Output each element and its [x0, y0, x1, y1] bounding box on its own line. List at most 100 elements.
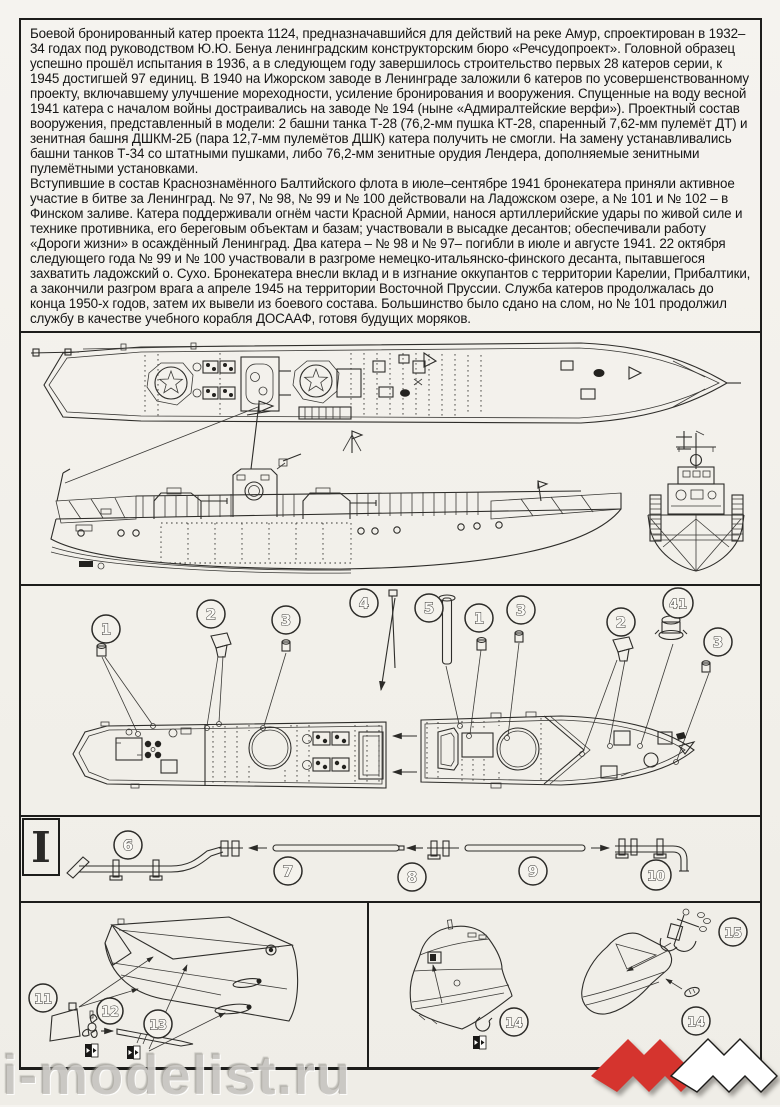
- step-number-label: I: [31, 823, 51, 872]
- brand-logo: [591, 1038, 778, 1093]
- svg-text:41: 41: [669, 598, 687, 613]
- callout-7: 7: [273, 856, 303, 886]
- callout-1b: 1: [464, 603, 494, 633]
- midship-fittings-top: [372, 351, 438, 398]
- history-text-box: Боевой бронированный катер проекта 1124,…: [19, 18, 762, 333]
- conning-tower-side: [232, 453, 302, 517]
- bow-assembly-drawing: 14 15 14: [409, 908, 748, 1050]
- logo-white-m: [669, 1038, 778, 1093]
- stern-deck-dark-fitting: [144, 740, 162, 759]
- skylight-grids-top: [192, 360, 236, 400]
- prop-shaft-part-13: [116, 1028, 194, 1047]
- svg-text:2: 2: [616, 614, 626, 632]
- side-view-drawing: [50, 400, 622, 574]
- front-view-drawing: [647, 430, 745, 572]
- callout-14b: 14: [681, 1006, 711, 1036]
- parts-diagram-box: 1 2 3 4 5 1 3 2 41 3: [19, 584, 762, 817]
- mast-and-rigging: [64, 400, 275, 484]
- hull-profile: [50, 493, 622, 574]
- logo-red-m: [591, 1039, 697, 1092]
- callout-2b: 2: [606, 607, 636, 637]
- anchor-part-15: [659, 908, 711, 952]
- armor-plate-panel: [160, 522, 352, 564]
- jackstaff-symbol: [676, 431, 692, 450]
- stern-pole: [30, 348, 80, 357]
- callout-5: 5: [414, 593, 444, 623]
- bow-lattice: [650, 515, 742, 572]
- callout-3: 3: [271, 605, 301, 635]
- conning-tower-top: [240, 356, 291, 412]
- svg-text:6: 6: [123, 837, 133, 855]
- part-glyph-turret-mount-41: [654, 615, 688, 641]
- rail-part-10: [615, 838, 689, 872]
- rudder-part-11: [49, 1002, 81, 1042]
- portholes: [77, 521, 503, 537]
- callout-12: 12: [96, 997, 124, 1025]
- svg-text:12: 12: [101, 1005, 119, 1020]
- callout-10: 10: [640, 859, 672, 891]
- stern-assembly-drawing: 11 12 13: [28, 916, 299, 1060]
- glue-icon: [126, 1045, 141, 1060]
- stern-deck-half: [72, 721, 387, 789]
- svg-text:1: 1: [474, 610, 484, 628]
- bow-deck-half: [420, 711, 696, 789]
- svg-text:4: 4: [359, 595, 369, 613]
- callout-41: 41: [662, 587, 694, 619]
- leader-lines: [101, 597, 710, 765]
- history-paragraph-1: Боевой бронированный катер проекта 1124,…: [30, 26, 749, 176]
- svg-text:3: 3: [281, 612, 291, 630]
- rail-part-7: [272, 844, 405, 852]
- rail-part-6: [66, 840, 243, 881]
- part-glyph-cap-3: [281, 639, 291, 652]
- callout-4: 4: [349, 588, 379, 618]
- stern-fittings-side: [75, 508, 112, 570]
- callout-15: 15: [718, 917, 748, 947]
- step-1-drawing: I 6 7 8 9 10: [22, 818, 689, 892]
- part-glyph-ventilator-2b: [612, 636, 634, 662]
- rail-part-8: [427, 840, 459, 860]
- stern-deck-dots: [212, 725, 380, 785]
- u-clip-part-14: [475, 1016, 493, 1032]
- part-glyph-cap-1b: [476, 637, 487, 651]
- inverted-stern-hull: [104, 916, 299, 1022]
- svg-text:3: 3: [713, 634, 723, 652]
- part-glyph-cap-3b: [514, 630, 524, 643]
- svg-text:10: 10: [647, 870, 665, 885]
- forward-turret-top: [146, 362, 194, 406]
- propeller-part-12: [81, 1010, 98, 1038]
- callout-9: 9: [518, 856, 548, 886]
- mast-symbol: [342, 430, 364, 453]
- part-glyph-cap-1: [96, 643, 107, 657]
- bow-assembly-box: 14 15 14: [367, 901, 762, 1070]
- aft-turret-top: [292, 360, 340, 404]
- join-arrows: [391, 732, 417, 776]
- part-glyph-ventilator-2: [210, 632, 232, 658]
- svg-text:5: 5: [424, 600, 434, 618]
- bow-jackstaff-side: [537, 480, 549, 502]
- callout-8: 8: [397, 862, 427, 892]
- svg-text:1: 1: [101, 621, 111, 639]
- step-1-box: I 6 7 8 9 10: [19, 815, 762, 903]
- stern-assembly-box: 11 12 13: [19, 901, 369, 1070]
- part-glyph-cap-3c: [701, 660, 711, 673]
- svg-text:14: 14: [505, 1017, 523, 1032]
- svg-text:2: 2: [206, 606, 216, 624]
- ship-views-drawing: [30, 342, 745, 574]
- callout-13: 13: [143, 1009, 173, 1039]
- rail-part-9: [464, 844, 586, 852]
- svg-text:8: 8: [407, 869, 417, 887]
- callout-3c: 3: [703, 627, 733, 657]
- svg-text:14: 14: [687, 1016, 705, 1031]
- svg-text:7: 7: [283, 863, 293, 881]
- svg-text:15: 15: [724, 927, 742, 942]
- ship-drawings-box: [19, 331, 762, 586]
- svg-text:9: 9: [528, 863, 538, 881]
- callout-3b: 3: [506, 595, 536, 625]
- callout-11: 11: [28, 983, 58, 1013]
- svg-text:3: 3: [516, 602, 526, 620]
- bow-fittings-top: [560, 360, 741, 408]
- bow-shell-drawing: [409, 919, 513, 1030]
- history-paragraph-2: Вступившие в состав Краснознамённого Бал…: [30, 176, 751, 326]
- callout-1: 1: [91, 614, 121, 644]
